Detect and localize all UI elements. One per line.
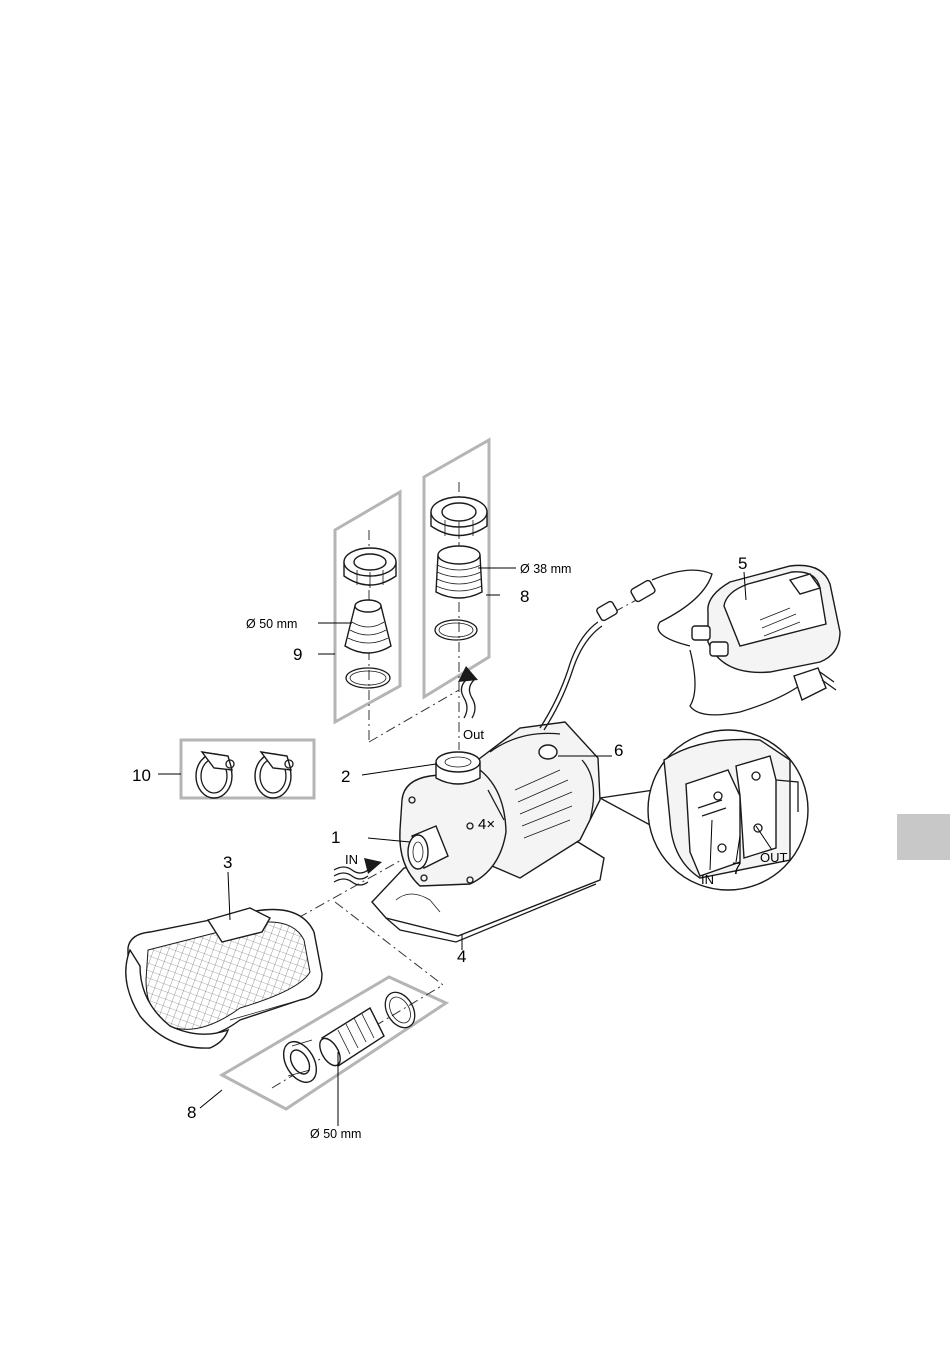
dimension-bottom-fitting: Ø 50 mm bbox=[310, 1127, 361, 1141]
control-unit bbox=[708, 565, 840, 672]
plug-connector-female bbox=[630, 579, 656, 602]
hose-clamp-right bbox=[255, 752, 293, 798]
callout-10: 10 bbox=[132, 766, 151, 785]
detail-out-label: OUT bbox=[760, 850, 788, 865]
top-hose-adapter bbox=[436, 546, 482, 598]
screw-count-label: 4× bbox=[478, 816, 495, 833]
bottom-union-nut bbox=[277, 1036, 323, 1088]
callout-5: 5 bbox=[738, 554, 747, 573]
top-seal-ring bbox=[435, 620, 477, 640]
callout-7: 7 bbox=[732, 859, 741, 878]
top-union-nut bbox=[431, 497, 487, 539]
callout-3: 3 bbox=[223, 853, 232, 872]
plug-connector-male bbox=[596, 600, 619, 621]
detail-magnifier bbox=[600, 730, 808, 890]
left-union-nut bbox=[344, 548, 396, 588]
left-hose-adapter bbox=[345, 600, 391, 653]
inlet-flow-arrow bbox=[334, 858, 382, 885]
hose-clamp-left bbox=[196, 752, 234, 798]
pump-cable-gland bbox=[539, 745, 557, 759]
pump-outlet-port bbox=[436, 752, 480, 784]
dimension-left-fitting: Ø 50 mm bbox=[246, 617, 297, 631]
prefilter-basket bbox=[126, 908, 322, 1048]
left-seal-ring bbox=[346, 668, 390, 688]
callout-9: 9 bbox=[293, 645, 302, 664]
chapter-tab bbox=[897, 814, 950, 860]
callout-8-top: 8 bbox=[520, 587, 529, 606]
callout-6: 6 bbox=[614, 741, 623, 760]
pump-cable bbox=[540, 622, 602, 730]
callout-8-bottom: 8 bbox=[187, 1103, 196, 1122]
callout-2: 2 bbox=[341, 767, 350, 786]
dimension-top-fitting: Ø 38 mm bbox=[520, 562, 571, 576]
bottom-hose-adapter bbox=[316, 1008, 384, 1069]
outlet-label: Out bbox=[463, 727, 484, 742]
mains-plug bbox=[794, 668, 836, 700]
callout-4: 4 bbox=[457, 947, 466, 966]
detail-in-label: IN bbox=[701, 872, 714, 887]
inlet-label: IN bbox=[345, 852, 358, 867]
bottom-seal-ring bbox=[379, 987, 421, 1033]
callout-1: 1 bbox=[331, 828, 340, 847]
